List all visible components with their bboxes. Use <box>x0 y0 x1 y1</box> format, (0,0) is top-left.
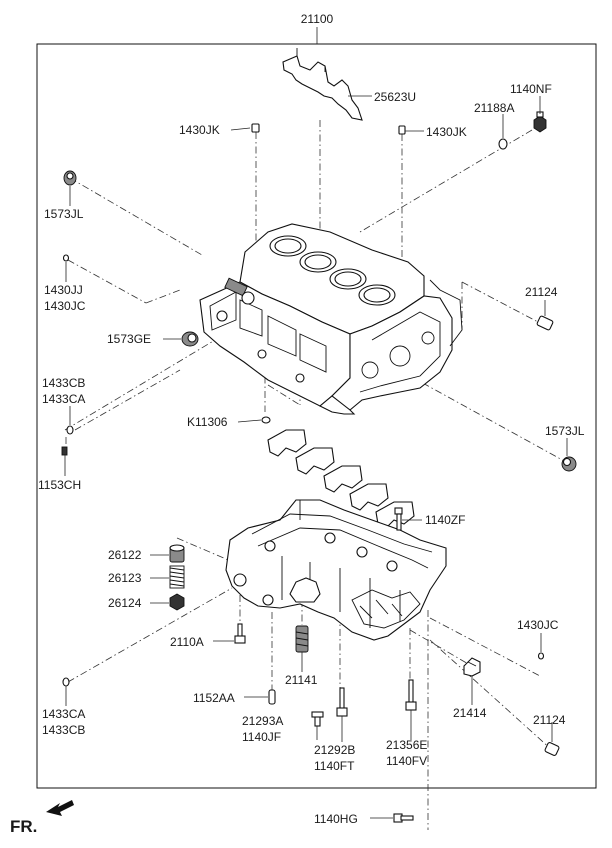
pin-1152aa-part <box>268 689 276 705</box>
bolt-1140hg-part <box>393 813 414 823</box>
label-25623u: 25623U <box>374 90 416 104</box>
label-21124-bottom: 21124 <box>533 713 566 727</box>
label-1140fv: 1140FV <box>386 754 427 768</box>
front-direction-marker: FR. <box>10 800 74 836</box>
plug-1433ca-top-part <box>66 425 74 435</box>
bolt-1430jk-left-part <box>251 123 260 133</box>
spring-26123-part <box>169 565 185 589</box>
label-1430jk-right: 1430JK <box>426 125 467 139</box>
label-21292b: 21292B <box>314 743 355 757</box>
head-gasket-part <box>282 48 363 121</box>
label-21188a: 21188A <box>474 101 514 115</box>
label-1433cb-top: 1433CB <box>42 376 85 390</box>
label-1430jc-top: 1430JC <box>44 299 86 313</box>
bolt-21292b-part <box>336 687 348 717</box>
plug-1433ca-bottom-part <box>62 677 70 687</box>
dowel-21124-top-part <box>536 315 554 331</box>
label-1430jk-left: 1430JK <box>179 123 220 137</box>
bolt-1140zf-part <box>394 507 403 531</box>
bolt-2110a-part <box>234 623 246 644</box>
pin-1153ch-part <box>61 446 68 456</box>
oring-k11306-part <box>261 416 271 424</box>
nozzle-21293a-part <box>311 711 324 727</box>
plug-1573jl-right-part <box>561 456 577 472</box>
dowel-21124-bottom-part <box>544 742 560 756</box>
cylinder-block-part <box>199 223 463 415</box>
label-21356e: 21356E <box>386 738 427 752</box>
label-21100: 21100 <box>301 12 334 26</box>
label-1430jc-right: 1430JC <box>517 618 559 632</box>
label-1433ca-top: 1433CA <box>42 392 85 406</box>
front-label: FR. <box>10 817 37 836</box>
label-1433ca-bottom: 1433CA <box>42 707 85 721</box>
bracket-21414-part <box>463 657 481 677</box>
plug-1430jc-right-part <box>537 652 545 660</box>
label-1573jl-right: 1573JL <box>545 424 585 438</box>
label-1433cb-bottom: 1433CB <box>42 723 85 737</box>
label-1140nf: 1140NF <box>510 82 552 96</box>
bolt-21356e-part <box>405 679 417 711</box>
label-1152aa: 1152AA <box>193 691 235 705</box>
label-1573ge: 1573GE <box>107 332 151 346</box>
label-26123: 26123 <box>108 571 142 585</box>
plug-26124-part <box>169 593 185 611</box>
jet-spring-21141-part <box>295 625 309 653</box>
label-1153ch: 1153CH <box>38 478 81 492</box>
bearing-caps-part <box>267 429 415 529</box>
valve-cap-26122-part <box>169 544 185 563</box>
label-1140jf: 1140JF <box>242 730 281 744</box>
lower-crankcase-part <box>225 499 447 641</box>
label-26122: 26122 <box>108 548 142 562</box>
bolt-1430jk-right-part <box>398 125 406 135</box>
plug-1573ge-part <box>181 331 199 347</box>
front-arrow-icon <box>46 800 74 816</box>
callout-labels: 21100 25623U 1140NF 21188A 1430JK 1430JK… <box>38 12 585 826</box>
plug-1430jj-part <box>62 254 70 262</box>
label-21293a: 21293A <box>242 714 283 728</box>
label-k11306: K11306 <box>187 415 228 429</box>
label-21124-top: 21124 <box>525 285 558 299</box>
label-2110a: 2110A <box>170 635 204 649</box>
label-1140zf: 1140ZF <box>425 513 465 527</box>
label-1430jj: 1430JJ <box>44 283 83 297</box>
label-21141: 21141 <box>285 673 318 687</box>
label-21414: 21414 <box>453 706 487 720</box>
label-1140ft: 1140FT <box>314 759 355 773</box>
washer-21188a-part <box>498 138 508 150</box>
label-1140hg: 1140HG <box>314 812 358 826</box>
plug-1140nf-part <box>533 111 547 133</box>
label-26124: 26124 <box>108 596 142 610</box>
plug-1573jl-top-part <box>63 170 77 186</box>
label-1573jl-top: 1573JL <box>44 207 84 221</box>
assembly-frame <box>36 43 597 789</box>
leader-lines <box>64 95 568 819</box>
